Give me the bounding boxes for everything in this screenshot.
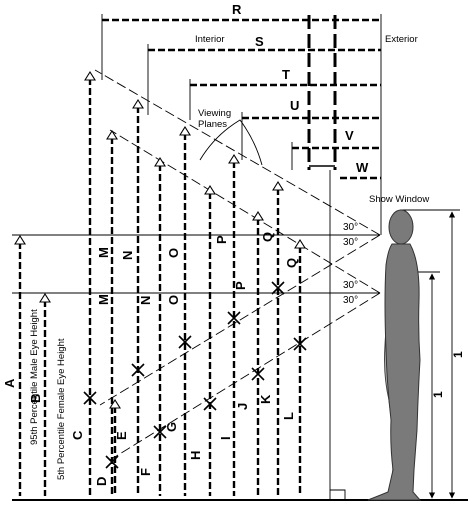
vertical-dim-arrow xyxy=(106,129,118,140)
show-window-label: Show Window xyxy=(369,194,429,205)
interior-label: Interior xyxy=(195,34,225,45)
vertical-dim-arrow xyxy=(14,234,26,245)
left-dimension-label: E xyxy=(114,431,129,440)
male-eye-height-label: 95th Percentile Male Eye Height xyxy=(29,309,40,445)
left-dimension-label: L xyxy=(281,412,296,420)
label-t: T xyxy=(282,67,290,82)
vertical-dim-arrow xyxy=(109,398,121,409)
vertical-dim-arrow xyxy=(294,238,306,249)
angle-female-lower: 30° xyxy=(343,295,358,306)
angle-male-upper: 30° xyxy=(343,222,358,233)
sightline-crossing-mark xyxy=(105,455,119,469)
left-dimension-label: J xyxy=(235,403,250,410)
female-sightline-down xyxy=(109,292,381,461)
male-sightline-up xyxy=(94,69,381,236)
left-dimension-label: G xyxy=(164,422,179,432)
vertical-dim-arrow xyxy=(132,98,144,109)
angle-male-lower: 30° xyxy=(343,237,358,248)
female-eye-height-label: 5th Percentile Female Eye Height xyxy=(56,338,67,480)
upper-target-label: M xyxy=(96,247,111,258)
left-dimension-label: K xyxy=(258,394,273,404)
horizontal-dimensions xyxy=(101,14,382,235)
vertical-dim-arrow xyxy=(272,180,284,191)
male-figure xyxy=(367,209,422,501)
vertical-dim-arrow xyxy=(84,70,96,81)
lower-target-label: N xyxy=(138,296,153,305)
left-dimension-label: F xyxy=(138,468,153,476)
sightline-crossing-mark xyxy=(153,425,167,439)
lower-target-label: Q xyxy=(284,258,299,268)
left-dimension-label: A xyxy=(2,378,17,388)
left-dimension-label: I xyxy=(218,436,233,440)
label-r: R xyxy=(232,2,242,17)
sightline-crossing-mark xyxy=(271,281,285,295)
vertical-dim-arrow xyxy=(252,210,264,221)
exterior-label: Exterior xyxy=(385,34,418,45)
vertical-dim-arrow xyxy=(179,125,191,136)
upper-target-label: Q xyxy=(260,232,275,242)
label-v: V xyxy=(345,128,354,143)
sightline-crossing-mark xyxy=(293,337,307,351)
label-s: S xyxy=(255,34,264,49)
left-dimension-label: C xyxy=(70,430,85,440)
lower-target-label: O xyxy=(166,295,181,305)
upper-target-label: O xyxy=(166,248,181,258)
viewing-planes-bracket xyxy=(199,119,263,166)
upper-target-label: N xyxy=(120,251,135,260)
sightline-crossing-mark xyxy=(203,397,217,411)
sightline-crossing-mark xyxy=(227,311,241,325)
left-dimension-label: B xyxy=(28,394,43,403)
viewing-planes-label-2: Planes xyxy=(198,119,227,130)
vertical-dim-arrow xyxy=(154,156,166,167)
angle-female-upper: 30° xyxy=(343,280,358,291)
vertical-dimensions xyxy=(14,70,307,496)
vertical-dim-arrow xyxy=(39,292,51,303)
label-w: W xyxy=(356,160,369,175)
right-dim-label-male: 1 xyxy=(451,351,465,358)
label-u: U xyxy=(290,98,299,113)
sightline-crossing-mark xyxy=(251,367,265,381)
male-sightline-down xyxy=(99,234,381,406)
sightline-crossing-mark xyxy=(178,335,192,349)
left-dimension-label: D xyxy=(94,477,109,486)
left-dimension-label: H xyxy=(188,451,203,460)
sightline-crossing-mark xyxy=(131,363,145,377)
lower-target-label: P xyxy=(233,281,248,290)
female-sightline-up xyxy=(109,129,381,294)
floor-step xyxy=(329,489,346,500)
viewing-planes-label-1: Viewing xyxy=(198,108,231,119)
sightline-crossing-mark xyxy=(83,391,97,405)
right-dim-label-female: 1 xyxy=(431,391,445,398)
lower-target-label: M xyxy=(96,294,111,305)
vertical-dim-arrow xyxy=(228,153,240,164)
upper-target-label: P xyxy=(214,235,229,244)
vertical-dim-arrow xyxy=(204,184,216,195)
